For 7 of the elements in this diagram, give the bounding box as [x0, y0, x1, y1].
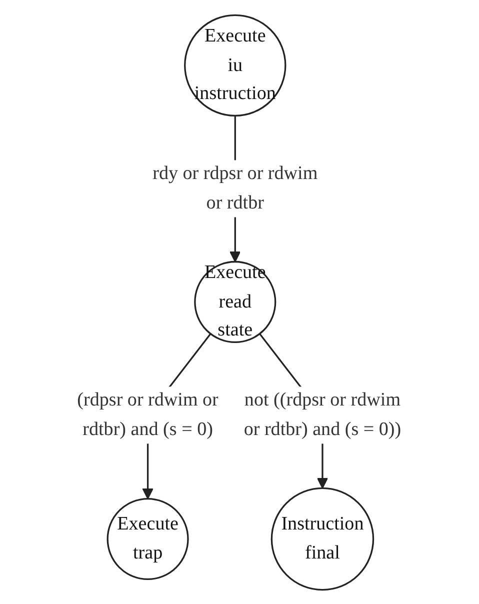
node-circle: Instruction final [271, 486, 374, 590]
edge-label: (rdpsr or rdwim or rdtbr) and (s = 0) [78, 390, 219, 439]
node-circle: Execute trap [107, 498, 190, 580]
edge-label: rdy or rdpsr or rdwim or rdtbr [152, 163, 318, 212]
node-circle: Execute iu instruction [184, 14, 287, 116]
node-circle: Execute read state [194, 260, 277, 342]
edge-label: not ((rdpsr or rdwim or rdtbr) and (s = 0)) [244, 390, 402, 439]
